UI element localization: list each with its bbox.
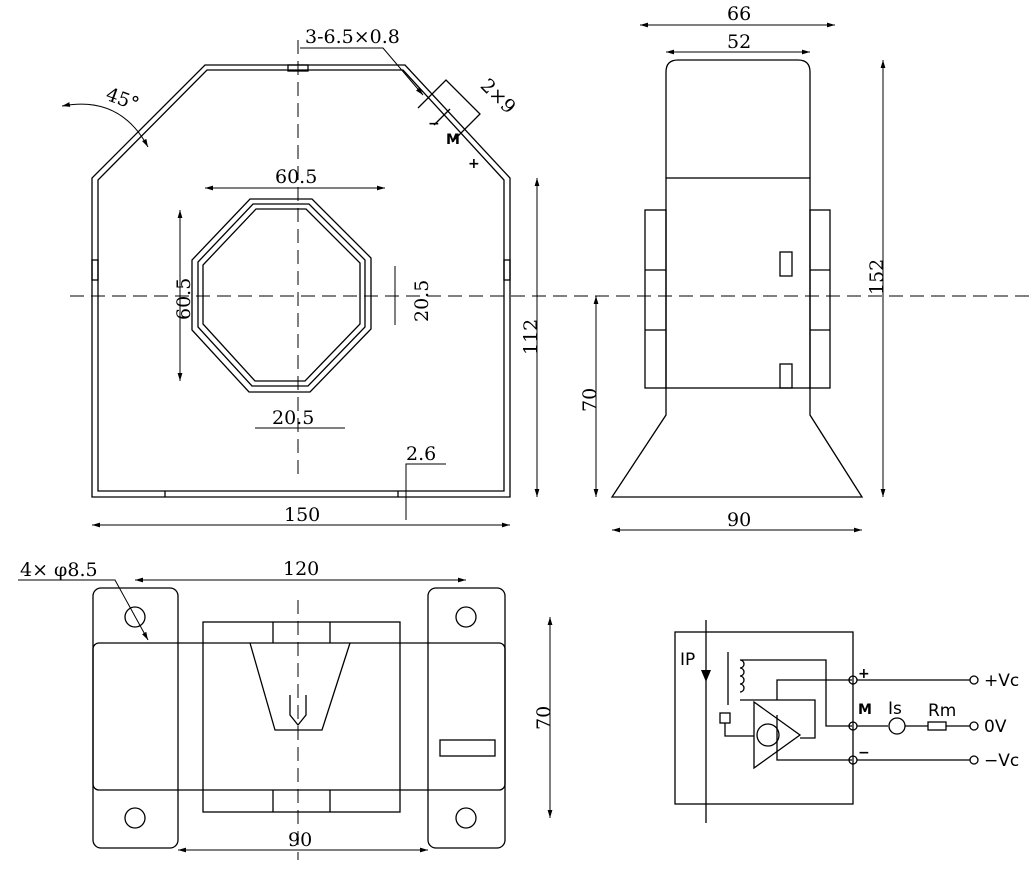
terminal-minus-label: − [428,116,440,132]
side-view: 66 52 152 70 90 [579,3,888,533]
rm-label: Rm [928,701,956,721]
height-dimension: 112 [520,319,542,355]
total-height-dimension: 152 [866,259,888,295]
top-inner-dimension: 52 [727,31,751,53]
width-dimension: 150 [284,504,320,526]
terminal-plus-label: + [468,156,480,172]
ip-label: IP [680,650,695,670]
vc-neg-label: −Vc [984,751,1019,771]
is-label: Is [888,699,902,719]
center-height-dimension: 70 [579,388,601,412]
terminal-m-label: M [446,132,460,148]
holes-note: 4× φ8.5 [20,559,98,581]
current-arrow-icon [701,670,711,682]
bottom-view: 4× φ8.5 120 70 90 [18,558,555,860]
front-view: − M + 2×9 3-6.5×0.8 45° 60.5 60.5 20.5 2… [61,26,1034,528]
top-outer-dimension: 66 [727,3,751,25]
minus-terminal-label: − [858,745,870,761]
terminal-dimension: 2×9 [476,74,520,118]
hole-height-dimension: 60.5 [173,278,195,320]
inner-width-dimension: 90 [288,829,312,851]
hole-spacing-dimension: 120 [283,558,319,580]
thickness-dimension: 2.6 [406,443,436,465]
m-terminal-label: M [858,702,872,718]
flat-right-dimension: 20.5 [411,280,433,322]
base-width-dimension: 90 [727,509,751,531]
vc-pos-label: +Vc [984,671,1019,691]
zero-v-label: 0V [984,717,1007,737]
bottom-height-dimension: 70 [533,706,555,730]
plus-terminal-label: + [858,666,870,682]
slot-note: 3-6.5×0.8 [305,26,400,48]
circuit-diagram: IP + M − Is Rm +Vc 0V −Vc [674,620,1019,823]
angle-label: 45° [103,83,142,115]
hole-width-dimension: 60.5 [275,166,317,188]
flat-bottom-dimension: 20.5 [272,407,314,429]
